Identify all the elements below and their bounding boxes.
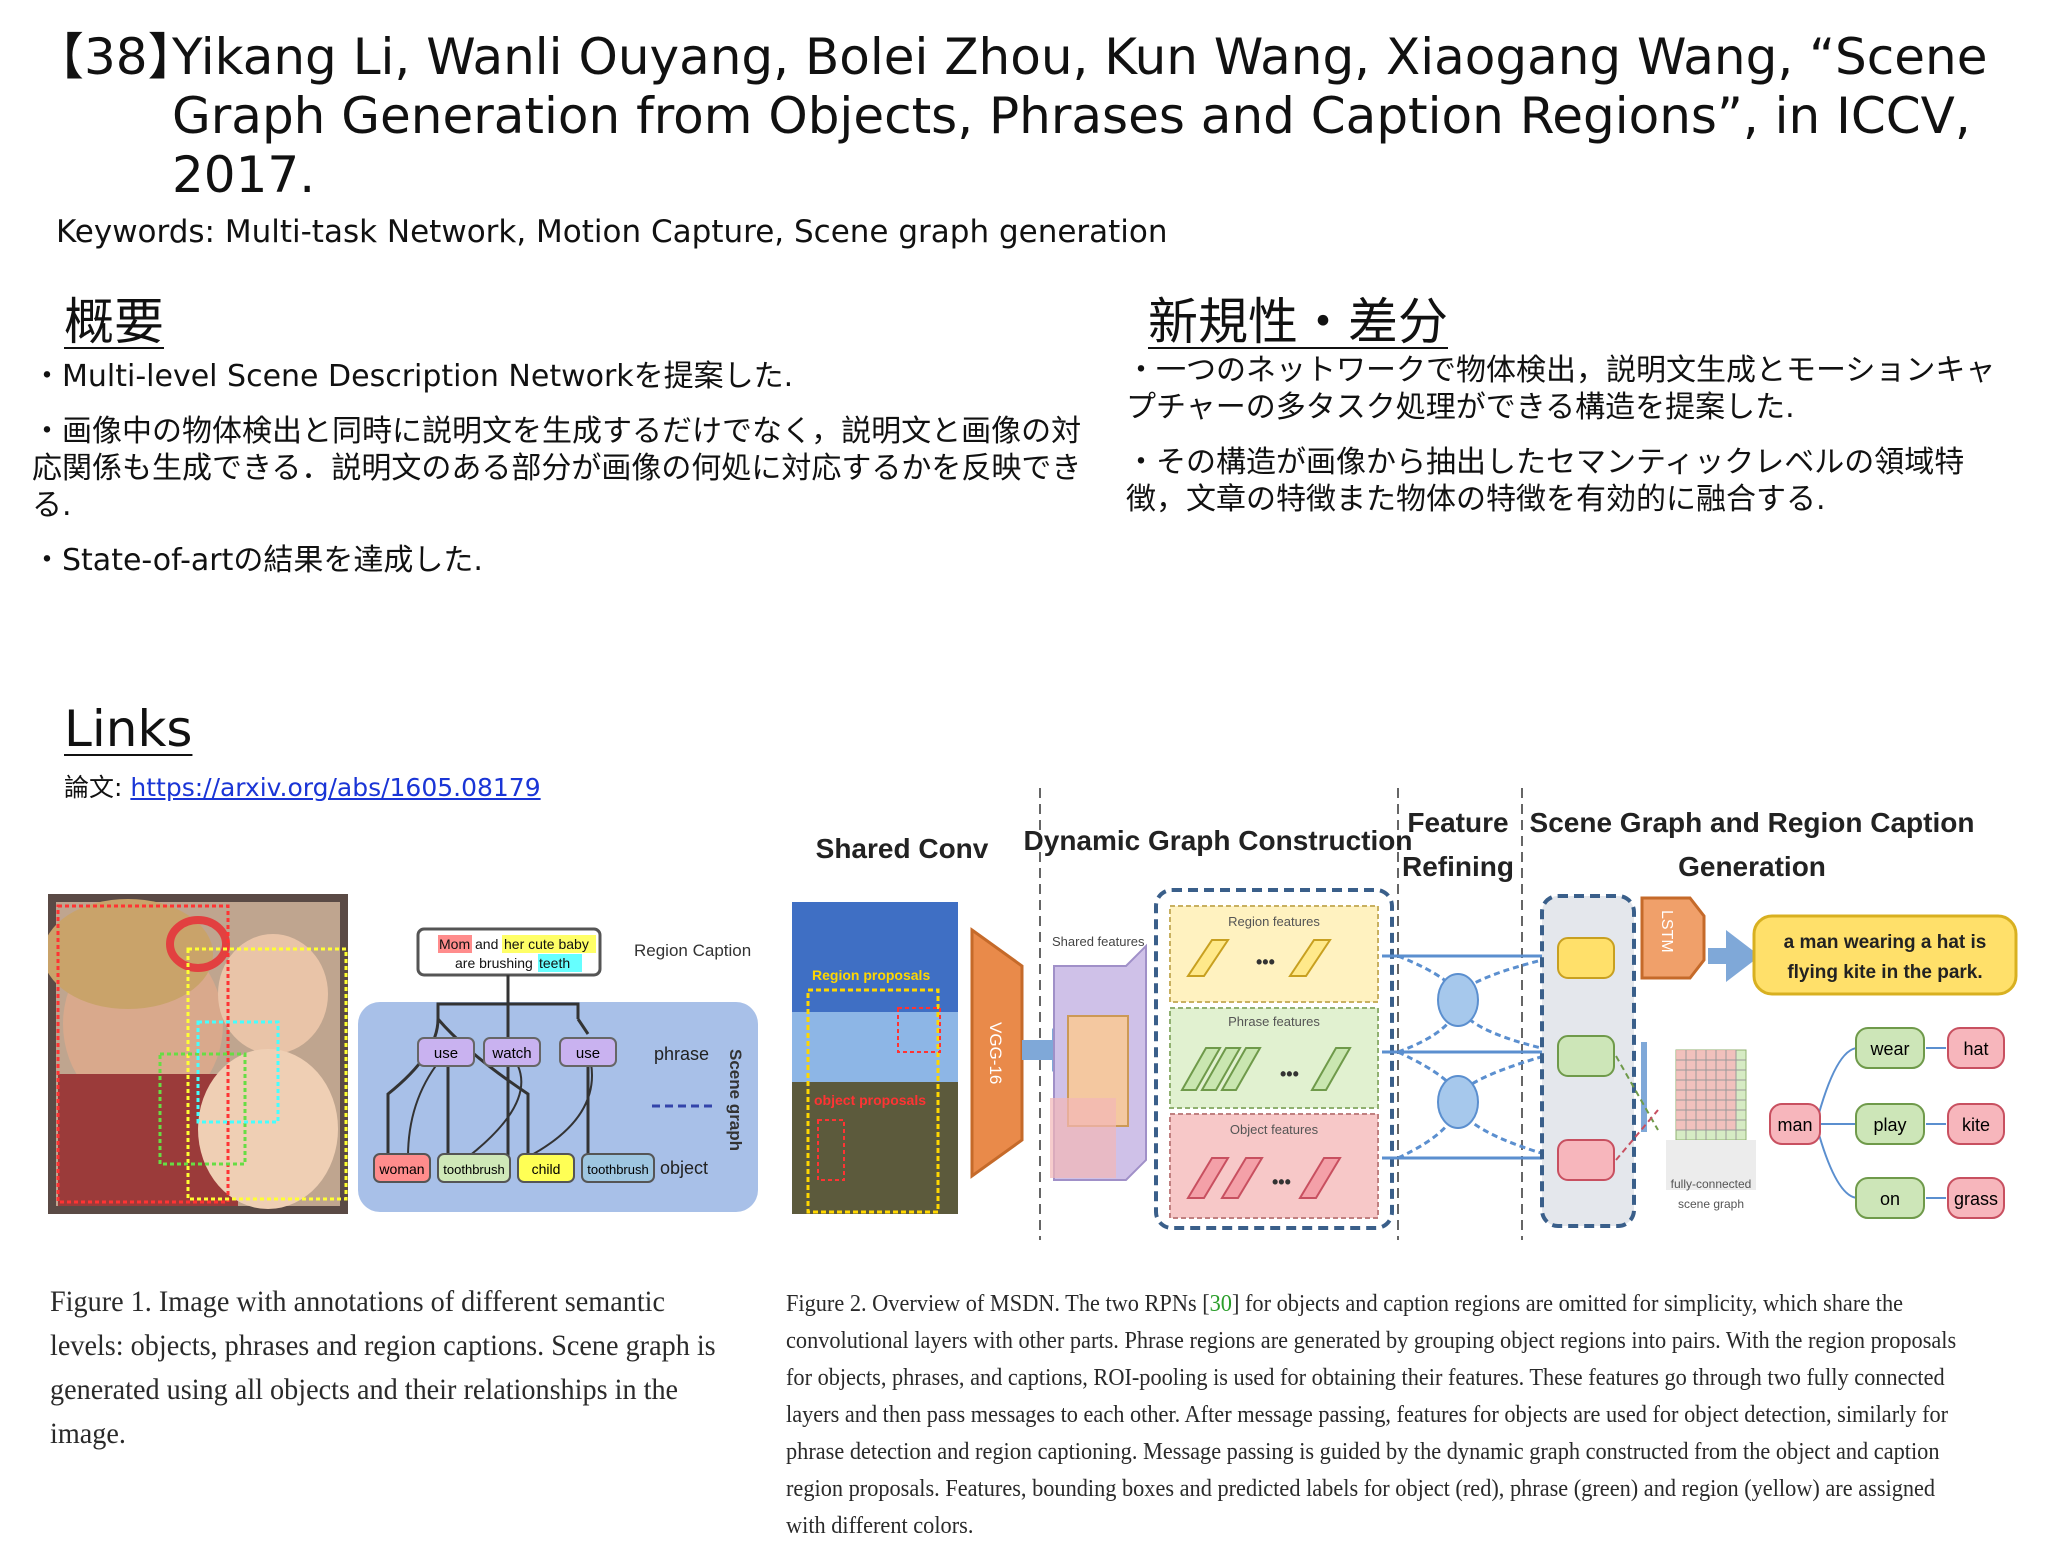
object-child: child (532, 1161, 561, 1177)
reference-number: 【38】 (34, 28, 198, 86)
paper-link-row: 論文: https://arxiv.org/abs/1605.08179 (64, 768, 541, 804)
phrase-use-2: use (576, 1045, 600, 1062)
dots-region: ••• (1256, 952, 1275, 972)
figure2-caption-start: Figure 2. Overview of MSDN. The two RPNs… (786, 1291, 1210, 1317)
phrase-node (483, 1037, 541, 1067)
caption-word-mom: Mom (439, 936, 470, 952)
summary-list: ・Multi-level Scene Description Networkを提… (32, 358, 1102, 597)
phrase-node (559, 1037, 617, 1067)
reference-citation: Yikang Li, Wanli Ouyang, Bolei Zhou, Kun… (172, 28, 1988, 204)
caption-word-and: and (475, 936, 498, 952)
figure2-diagram: Shared Conv Dynamic Graph Construction F… (792, 788, 2018, 1240)
heading-generation: Generation (1678, 851, 1826, 882)
fc-graph-label-2: scene graph (1678, 1197, 1744, 1211)
summary-bullet: ・Multi-level Scene Description Networkを提… (32, 359, 794, 394)
region-caption-label: Region Caption (634, 941, 751, 960)
figure2-caption-rest: ] for objects and caption regions are om… (786, 1291, 1957, 1539)
caption-word-brushing: are brushing (455, 955, 533, 971)
novelty-bullet: ・その構造が画像から抽出したセマンティックレベルの領域特徴，文章の特徴また物体の… (1126, 445, 1965, 517)
graph-predicate-play: play (1873, 1115, 1906, 1135)
graph-predicate-wear: wear (1869, 1039, 1909, 1059)
paper-label: 論文: (64, 773, 131, 802)
caption-word-teeth: teeth (539, 955, 570, 971)
lstm-label: LSTM (1658, 910, 1675, 953)
heading-feature-refining: Feature (1407, 807, 1508, 838)
dots-phrase: ••• (1280, 1064, 1299, 1084)
figure1-diagram: Mom and her cute baby are brushing teeth… (48, 894, 758, 1214)
scene-graph-label: Scene graph (726, 1049, 745, 1151)
caption-output-line1: a man wearing a hat is (1784, 932, 1987, 953)
novelty-list: ・一つのネットワークで物体検出，説明文生成とモーションキャプチャーの多タスク処理… (1126, 352, 2006, 536)
graph-predicate-on: on (1880, 1189, 1900, 1209)
object-toothbrush-2: toothbrush (587, 1162, 648, 1177)
phrase-node (417, 1037, 475, 1067)
heading-scene-graph: Scene Graph and Region Caption (1530, 807, 1975, 838)
citation-link[interactable]: 30 (1209, 1291, 1232, 1317)
shared-features-label: Shared features (1052, 934, 1145, 949)
keywords: Keywords: Multi-task Network, Motion Cap… (56, 214, 1168, 250)
phrase-features-label: Phrase features (1228, 1014, 1320, 1029)
vgg-label: VGG-16 (986, 1022, 1005, 1084)
figure2-caption: Figure 2. Overview of MSDN. The two RPNs… (786, 1286, 1958, 1545)
region-proposals-label: Region proposals (812, 967, 930, 983)
dots-object: ••• (1272, 1172, 1291, 1192)
heading-dynamic-graph: Dynamic Graph Construction (1024, 825, 1413, 856)
region-features-label: Region features (1228, 914, 1320, 929)
summary-heading: 概要 (64, 293, 164, 351)
novelty-bullet: ・一つのネットワークで物体検出，説明文生成とモーションキャプチャーの多タスク処理… (1126, 353, 1996, 425)
vgg-block (970, 927, 1024, 1179)
summary-bullet: ・State-of-artの結果を達成した. (32, 543, 483, 578)
figure1-photo (48, 894, 348, 1214)
phrase-use-1: use (434, 1045, 458, 1062)
object-proposals-label: object proposals (814, 1092, 926, 1108)
fc-graph-label-1: fully-connected (1671, 1177, 1752, 1191)
paper-url-link[interactable]: https://arxiv.org/abs/1605.08179 (130, 773, 541, 802)
heading-feature-refining-2: Refining (1402, 851, 1514, 882)
fc-matrix (1666, 1049, 1756, 1190)
caption-word-baby: her cute baby (504, 936, 589, 952)
graph-object-hat: hat (1963, 1039, 1988, 1059)
graph-object-kite: kite (1962, 1115, 1990, 1135)
novelty-heading: 新規性・差分 (1148, 293, 1448, 351)
figure1-caption: Figure 1. Image with annotations of diff… (50, 1285, 716, 1450)
graph-subject-man: man (1777, 1115, 1812, 1135)
input-photo: Region proposals object proposals (792, 902, 958, 1214)
phrase-label: phrase (654, 1044, 709, 1064)
heading-shared-conv: Shared Conv (816, 833, 989, 864)
object-toothbrush-1: toothbrush (443, 1162, 504, 1177)
caption-output-line2: flying kite in the park. (1787, 962, 1982, 983)
object-woman: woman (378, 1161, 424, 1177)
links-heading: Links (64, 700, 193, 758)
phrase-watch: watch (491, 1045, 531, 1062)
summary-bullet: ・画像中の物体検出と同時に説明文を生成するだけでなく，説明文と画像の対応関係も生… (32, 414, 1082, 523)
object-label: object (660, 1158, 708, 1178)
object-features-label: Object features (1230, 1122, 1319, 1137)
graph-object-grass: grass (1954, 1189, 1998, 1209)
